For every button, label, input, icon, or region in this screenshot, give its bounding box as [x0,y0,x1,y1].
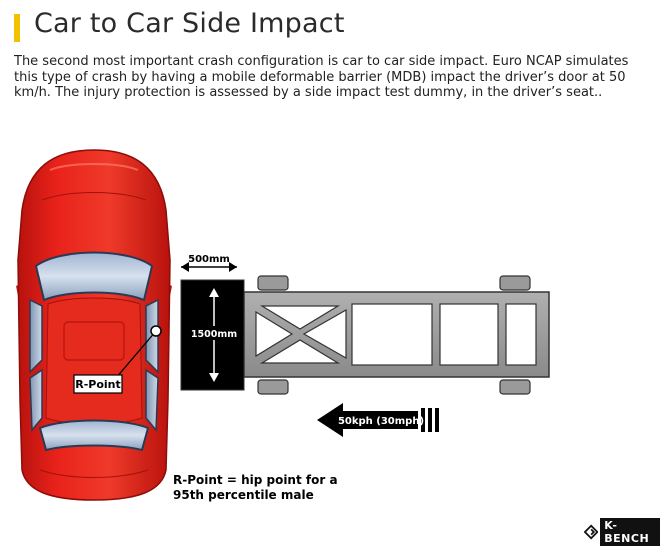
r-point-label: R-Point [75,378,121,391]
r-point-label-box [73,374,123,394]
mobile-deformable-barrier: 500mm 1500mm [180,254,550,395]
direction-arrow-icon: 50kph (30mph) [317,403,439,437]
right-window-rear [145,368,159,432]
description-text: The second most important crash configur… [14,54,629,100]
r-point-marker [150,325,162,337]
left-window-front [29,298,43,374]
wheel-rear-bottom [499,379,531,395]
speed-label: 50kph (30mph) [338,416,424,427]
sunroof [63,321,125,361]
barrier-width-label: 500mm [188,254,230,265]
windshield [34,251,154,302]
barrier-height-label: 1500mm [191,329,237,340]
kbench-logo-text: K-BENCH [600,518,660,546]
kbench-logo: K-BENCH [584,518,660,546]
car-top-view: R-Point [16,149,172,501]
wheel-front-top [257,275,289,291]
kbench-logo-icon [584,524,599,540]
rear-window [38,419,150,452]
car-roof [45,297,143,425]
double-arrow-icon [421,408,425,432]
title-accent-bar [14,14,20,42]
page-title: Car to Car Side Impact [34,8,345,39]
wheel-rear-top [499,275,531,291]
r-point-caption: R-Point = hip point for a 95th percentil… [173,473,338,502]
wheel-front-bottom [257,379,289,395]
left-window-rear [29,368,43,432]
